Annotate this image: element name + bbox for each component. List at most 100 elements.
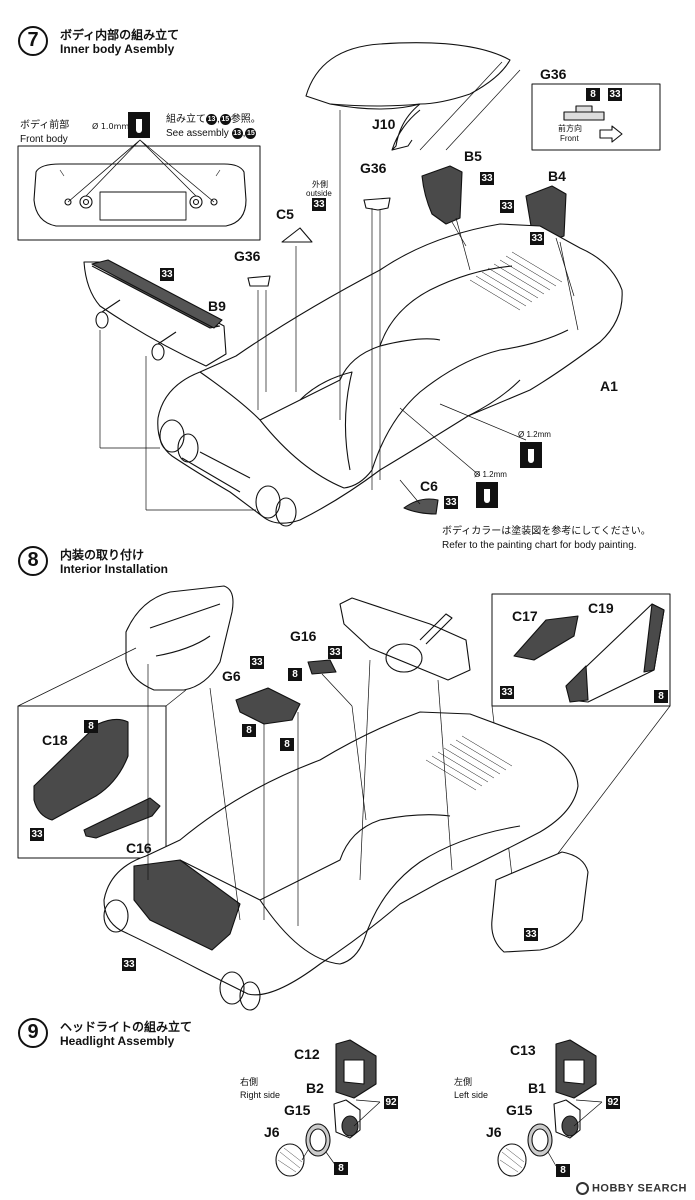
part-label-c16: C16 [126,840,152,856]
door-card-left-top [125,585,234,691]
left-side-jp: 左側 [454,1078,473,1088]
part-label-g6: G6 [222,668,241,684]
drill-icon-front [128,112,150,138]
drill-size-front: Ø 1.0mm [92,122,130,131]
code-badge-door-33: 33 [524,928,538,941]
ref-13-badge-en: 13 [231,128,243,139]
code-badge-c18-33: 33 [30,828,44,841]
step-7-badge: 7 [18,26,48,56]
part-c6 [403,498,439,515]
part-label-g36-b: G36 [234,248,261,264]
code-badge-b9: 33 [160,268,174,281]
part-label-a1: A1 [600,378,618,394]
code-badge-right-92: 92 [384,1096,398,1109]
part-b5 [421,165,463,225]
forward-label-jp: 前方向 [558,124,582,133]
part-label-b5: B5 [464,148,482,164]
see-assembly-jp-b: 参照。 [230,114,261,126]
part-label-j6-left: J6 [486,1124,502,1140]
part-label-c17: C17 [512,608,538,624]
drill-icon-a [520,442,542,468]
step-9-title-jp: ヘッドライトの組み立て [60,1020,193,1034]
headlight-right-group [275,1039,381,1177]
code-badge-g6-33: 33 [250,656,264,669]
part-label-b9: B9 [208,298,226,314]
code-badge-g16-33: 33 [328,646,342,659]
front-body-panel [33,163,247,227]
left-side-en: Left side [454,1090,489,1100]
see-assembly-jp-a: 組み立て [166,114,206,126]
part-label-j6-right: J6 [264,1124,280,1140]
step-8-badge: 8 [18,546,48,576]
drill-size-b: Ø 1.2mm [474,470,507,479]
code-badge-body-33: 33 [122,958,136,971]
paint-note-en: Refer to the painting chart for body pai… [442,540,637,551]
step-9-badge: 9 [18,1018,48,1048]
part-label-c19: C19 [588,600,614,616]
watermark-logo-icon [575,1182,589,1195]
part-label-c18: C18 [42,732,68,748]
part-label-c5: C5 [276,206,294,222]
step-7-title-en: Inner body Asembly [60,42,175,56]
part-c18 [33,718,129,821]
car-body-step8 [103,711,579,996]
step-8-title-en: Interior Installation [60,562,169,576]
part-c16 [83,797,161,839]
see-assembly-en-text: See assembly [166,128,229,140]
code-badge-c19-8: 8 [654,690,668,703]
rear-cover-c [133,859,241,951]
part-g6 [235,687,301,725]
part-label-b1: B1 [528,1080,546,1096]
code-badge-left-8: 8 [556,1164,570,1177]
part-label-g36-a: G36 [360,160,387,176]
code-badge-c6: 33 [444,496,458,509]
part-g16 [307,659,337,675]
part-c17 [513,615,579,661]
code-badge-a1: 33 [530,232,544,245]
paint-note-jp: ボディカラーは塗装図を参考にしてください。 [442,526,651,537]
wing-j10 [305,42,511,107]
code-badge-inset-8: 8 [586,88,600,101]
code-badge-g16-8: 8 [288,668,302,681]
part-label-b4: B4 [548,168,566,184]
ref-13-badge: 13 [206,114,217,125]
step-9-title-en: Headlight Assembly [60,1034,175,1048]
right-side-jp: 右側 [240,1078,259,1088]
step-7-title-jp: ボディ内部の組み立て [60,28,180,42]
right-side-en: Right side [240,1090,281,1100]
part-label-j10: J10 [372,116,396,132]
dashboard-steering [339,597,471,681]
part-label-g16: G16 [290,628,317,644]
code-badge-c17-33: 33 [500,686,514,699]
ref-15-badge: 15 [219,114,231,125]
watermark: HOBBY SEARCH [575,1182,687,1195]
headlight-left-group [497,1039,603,1177]
part-label-b2: B2 [306,1080,324,1096]
code-badge-g6-8b: 8 [280,738,294,751]
door-card-right [491,851,589,953]
ref-sep-en: , [242,128,246,140]
part-label-g15-right: G15 [284,1102,311,1118]
code-badge-c18-8: 8 [84,720,98,733]
front-body-label-en: Front body [20,134,68,145]
step-8-title-jp: 内装の取り付け [60,548,145,562]
part-c5 [281,227,313,243]
drill-size-a: Ø 1.2mm [518,430,551,439]
drill-icon-b [476,482,498,508]
part-b9 [83,261,227,367]
ref-sep: , [217,114,220,126]
code-badge-left-92: 92 [606,1096,620,1109]
front-body-inset-frame [17,145,261,241]
code-badge-g6-8a: 8 [242,724,256,737]
part-g36-top [363,197,391,211]
see-assembly-en: See assembly 13,15 [166,128,257,141]
code-badge-b5: 33 [480,172,494,185]
part-label-c6: C6 [420,478,438,494]
outside-label-jp: 外側 [312,180,328,189]
code-badge-inset-33: 33 [608,88,622,101]
code-badge-right-8: 8 [334,1162,348,1175]
watermark-text: HOBBY SEARCH [591,1182,687,1195]
front-body-label-jp: ボディ前部 [20,120,70,131]
